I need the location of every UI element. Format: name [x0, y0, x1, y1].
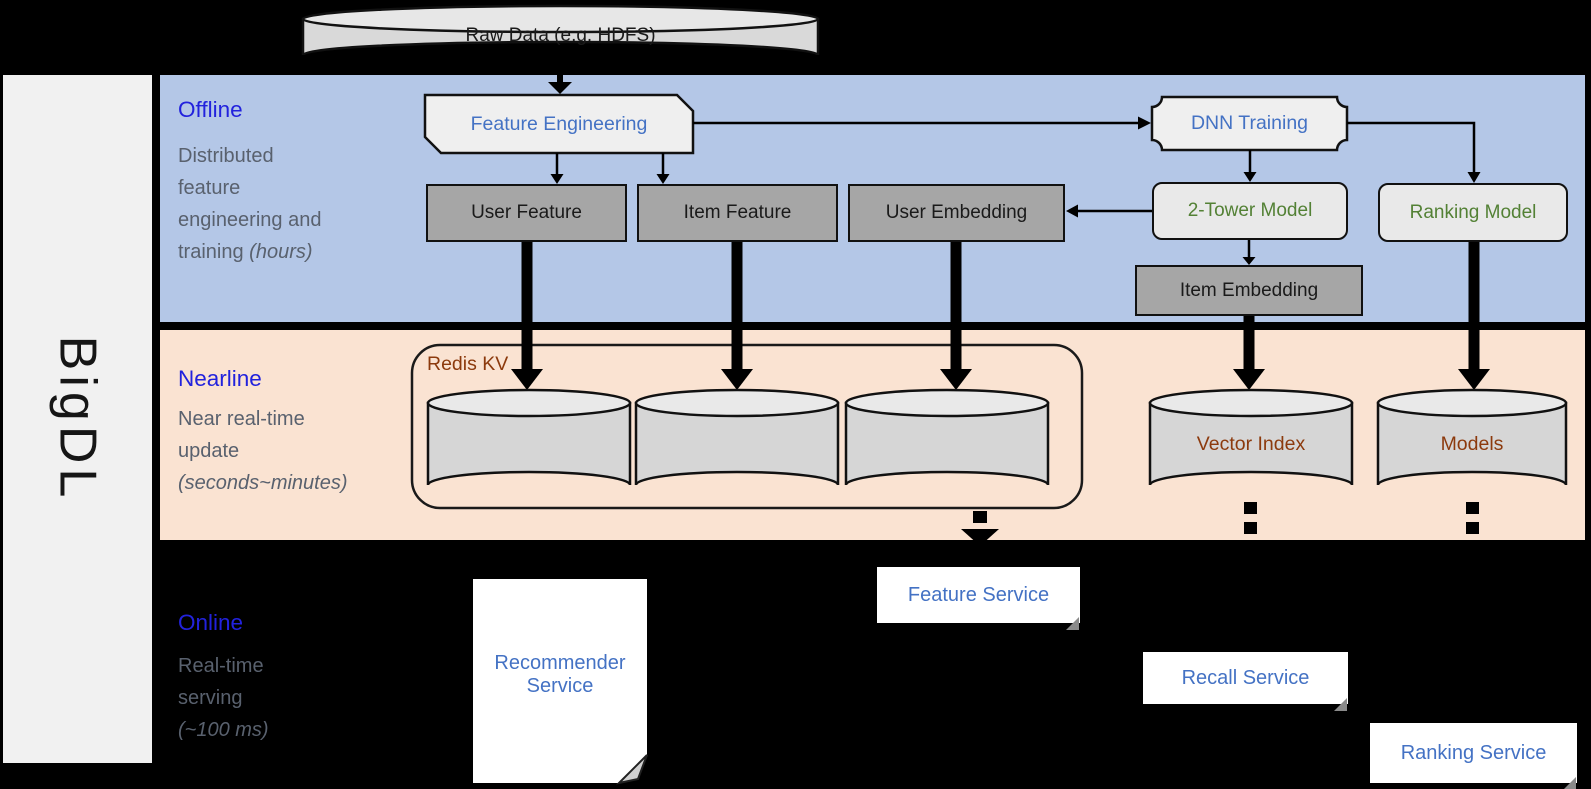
- two-tower-model-node: 2-Tower Model: [1152, 182, 1348, 240]
- recall-service-box: Recall Service: [1143, 652, 1348, 711]
- description-italic: (seconds~minutes): [178, 472, 348, 494]
- raw-data-cylinder: [301, 4, 820, 56]
- dnn-training-node: DNN Training: [1190, 112, 1309, 134]
- item-embedding-node: Item Embedding: [1135, 265, 1363, 316]
- vector-index-label: Vector Index: [1196, 432, 1306, 455]
- description-text: Distributed feature engineering and trai…: [178, 145, 322, 263]
- recommender-service-document: [473, 579, 648, 785]
- feature-service-label: Feature Service: [907, 583, 1050, 606]
- dnn-training-shape: [1150, 95, 1349, 152]
- arrow-user-feature-to-redis: [511, 242, 543, 390]
- redis-cylinder-3: [844, 388, 1050, 486]
- folded-corner-icon: [1334, 698, 1347, 711]
- arrow-ranking-model-to-models: [1458, 242, 1490, 390]
- folded-corner-icon: [1066, 617, 1079, 630]
- nearline-section-description: Near real-time update (seconds~minutes): [178, 403, 428, 499]
- dashed-arrow-vector-index-to-recall-service: [1244, 502, 1257, 534]
- folded-corner-icon: [1563, 777, 1576, 789]
- dashed-arrow-redis-to-feature-service: [961, 511, 999, 546]
- arrow-two-tower-to-item-embedding: [1242, 240, 1256, 265]
- arrow-user-embedding-to-redis: [940, 242, 972, 390]
- ranking-service-label: Ranking Service: [1400, 741, 1547, 764]
- ranking-model-node: Ranking Model: [1378, 183, 1568, 242]
- redis-kv-label: Redis KV: [427, 352, 509, 375]
- recall-service-label: Recall Service: [1181, 666, 1310, 689]
- arrow-feature-engineering-to-user-feature: [550, 153, 564, 184]
- nearline-section-title: Nearline: [178, 366, 262, 391]
- feature-service-box: Feature Service: [877, 567, 1080, 630]
- user-feature-node: User Feature: [426, 184, 627, 242]
- arrow-dnn-training-to-ranking-model: [1347, 121, 1481, 183]
- arrow-rawdata-to-feature-engineering: [548, 66, 572, 94]
- sidebar-bigdl: BigDL: [3, 75, 152, 763]
- models-label: Models: [1440, 432, 1504, 455]
- arrow-item-embedding-to-vector-index: [1233, 316, 1265, 390]
- models-cylinder: [1376, 388, 1568, 486]
- item-feature-node: Item Feature: [637, 184, 838, 242]
- feature-engineering-shape: [423, 93, 695, 155]
- dashed-arrow-models-to-ranking-service: [1466, 502, 1479, 534]
- arrow-feature-engineering-to-item-feature: [656, 153, 670, 184]
- redis-cylinder-2: [634, 388, 840, 486]
- description-italic: (hours): [243, 241, 313, 263]
- arrow-feature-engineering-to-dnn-training: [693, 116, 1151, 130]
- user-embedding-node: User Embedding: [848, 184, 1065, 242]
- offline-section-title: Offline: [178, 97, 243, 122]
- description-text: Near real-time update: [178, 408, 305, 462]
- online-section-description: Real-time serving (~100 ms): [178, 650, 428, 746]
- recommender-service-label: Recommender Service: [494, 652, 626, 697]
- raw-data-label: Raw Data (e.g. HDFS): [465, 25, 656, 46]
- description-text: Real-time serving: [178, 655, 264, 709]
- description-italic: (~100 ms): [178, 719, 269, 741]
- ranking-service-box: Ranking Service: [1370, 723, 1577, 789]
- bigdl-logo-text: BigDL: [48, 335, 107, 503]
- redis-kv-container: [410, 343, 1084, 510]
- feature-engineering-node: Feature Engineering: [470, 112, 648, 135]
- arrow-item-feature-to-redis: [721, 242, 753, 390]
- offline-section-description: Distributed feature engineering and trai…: [178, 140, 428, 268]
- arrow-dnn-training-to-two-tower-model: [1243, 150, 1257, 182]
- online-section-title: Online: [178, 610, 244, 635]
- vector-index-cylinder: [1148, 388, 1354, 486]
- redis-cylinder-1: [426, 388, 632, 486]
- arrow-two-tower-to-user-embedding: [1066, 204, 1152, 218]
